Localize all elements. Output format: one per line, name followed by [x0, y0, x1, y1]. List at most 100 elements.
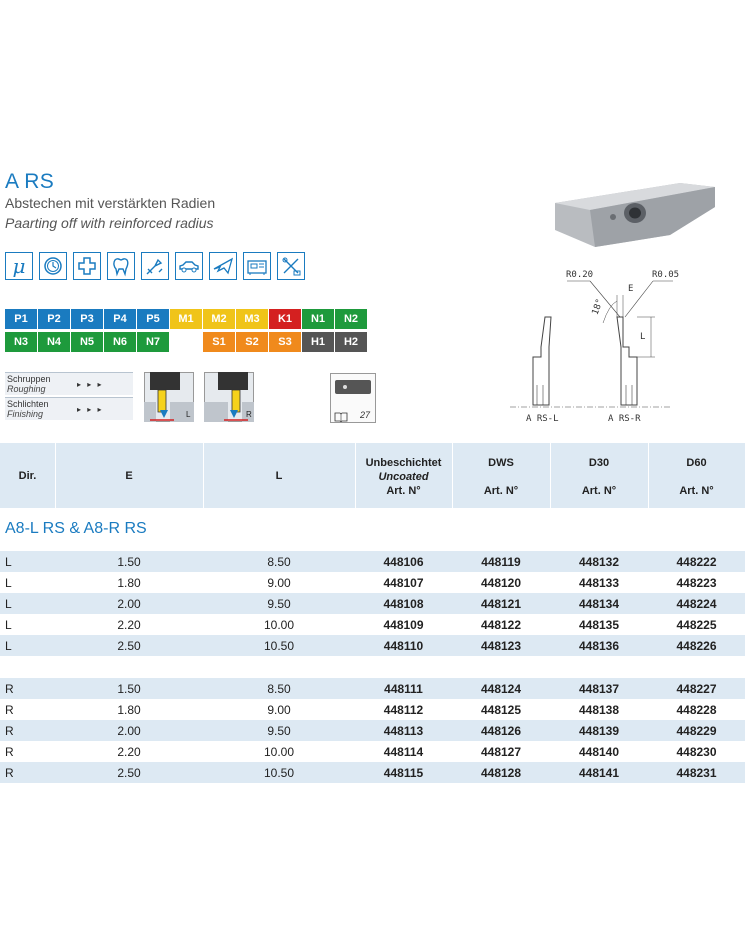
cell-uncoated: 448112: [383, 703, 424, 717]
cell-dws: 448126: [480, 724, 522, 738]
cell-d60: 448228: [676, 703, 717, 717]
header-d60-label: D60: [686, 457, 707, 469]
cell-e: 1.80: [117, 703, 141, 717]
application-icons: μ: [5, 252, 305, 280]
car-icon: [175, 252, 203, 280]
cell-d60: 448224: [676, 597, 717, 611]
cell-l: 10.00: [263, 618, 295, 632]
cell-l: 10.00: [263, 745, 295, 759]
roughing-label-en: Roughing: [7, 384, 46, 394]
roughing-label-de: Schruppen: [7, 374, 51, 384]
cell-dir: R: [5, 745, 14, 759]
cell-e: 2.50: [117, 766, 141, 780]
finishing-label-en: Finishing: [7, 409, 44, 419]
cell-d30: 448136: [578, 639, 620, 653]
grade-s3: S3: [269, 332, 301, 352]
holder-reference: [330, 373, 376, 423]
cell-e: 2.20: [117, 618, 141, 632]
header-e: E: [125, 470, 133, 482]
cell-dws: 448120: [480, 576, 522, 590]
radius-label-2: R0.05: [652, 270, 680, 280]
book-icon: [334, 409, 348, 427]
cell-dws: 448121: [480, 597, 522, 611]
cell-e: 2.00: [117, 724, 141, 738]
cell-d30: 448140: [578, 745, 620, 759]
cell-l: 10.50: [263, 766, 295, 780]
header-uncoated-en: Uncoated: [378, 471, 429, 483]
header-l: L: [275, 470, 283, 482]
header-d30: D30 Art. N°: [550, 456, 648, 498]
caption-left: A RS-L: [526, 414, 559, 424]
tools-icon: [141, 252, 169, 280]
grade-n5: N5: [71, 332, 103, 352]
cell-uncoated: 448106: [383, 555, 424, 569]
cell-l: 9.50: [267, 724, 291, 738]
technical-diagram: [505, 265, 675, 430]
cell-l: 8.50: [267, 555, 291, 569]
grade-p3: P3: [71, 309, 103, 329]
watch-icon: [39, 252, 67, 280]
cell-dir: L: [5, 618, 12, 632]
grade-h2: H2: [335, 332, 367, 352]
header-dws: DWS Art. N°: [452, 456, 550, 498]
cell-d60: 448229: [676, 724, 717, 738]
cell-dir: L: [5, 639, 12, 653]
cell-e: 1.80: [117, 576, 141, 590]
header-d30-art: Art. N°: [581, 485, 617, 497]
header-uncoated-de: Unbeschichtet: [365, 457, 442, 469]
cell-d60: 448227: [676, 682, 717, 696]
product-image: [550, 165, 720, 255]
cell-uncoated: 448114: [383, 745, 424, 759]
cell-uncoated: 448109: [383, 618, 424, 632]
header-uncoated-art: Art. N°: [386, 485, 421, 497]
grade-m2: M2: [203, 309, 235, 329]
table-header: Dir. E L Unbeschichtet Uncoated Art. N° …: [0, 443, 745, 508]
grade-s1: S1: [203, 332, 235, 352]
cell-d60: 448225: [676, 618, 717, 632]
l-label: L: [640, 332, 646, 342]
cell-d30: 448134: [578, 597, 620, 611]
cell-e: 1.50: [117, 682, 141, 696]
cell-dir: L: [5, 576, 12, 590]
cell-dir: R: [5, 682, 14, 696]
grade-m1: M1: [170, 309, 202, 329]
material-grades: P1 P2 P3 P4 P5 M1 M2 M3 K1 N1 N2 N3 N4 N…: [5, 309, 367, 352]
grade-n7: N7: [137, 332, 169, 352]
e-label: E: [628, 284, 634, 294]
cell-dir: R: [5, 703, 14, 717]
section-title: A8-L RS & A8-R RS: [5, 520, 147, 537]
cell-e: 2.00: [117, 597, 141, 611]
grade-p4: P4: [104, 309, 136, 329]
grade-p1: P1: [5, 309, 37, 329]
machine-icon: [243, 252, 271, 280]
cell-l: 9.50: [267, 597, 291, 611]
grade-n1: N1: [302, 309, 334, 329]
grade-n2: N2: [335, 309, 367, 329]
cell-e: 2.20: [117, 745, 141, 759]
header-d60-art: Art. N°: [679, 485, 714, 497]
cell-d30: 448138: [578, 703, 620, 717]
cell-uncoated: 448113: [383, 724, 424, 738]
grade-s2: S2: [236, 332, 268, 352]
grade-p2: P2: [38, 309, 70, 329]
finishing-label-de: Schlichten: [7, 399, 49, 409]
cell-d60: 448231: [676, 766, 717, 780]
header-d30-label: D30: [588, 457, 610, 469]
caption-right: A RS-R: [608, 414, 641, 424]
cell-dws: 448128: [480, 766, 522, 780]
roughing-arrows: ▸ ▸ ▸: [77, 379, 104, 389]
grade-k1: K1: [269, 309, 301, 329]
medical-cross-icon: [73, 252, 101, 280]
cell-d30: 448133: [578, 576, 620, 590]
header-dws-art: Art. N°: [483, 485, 519, 497]
cell-dir: L: [5, 597, 12, 611]
